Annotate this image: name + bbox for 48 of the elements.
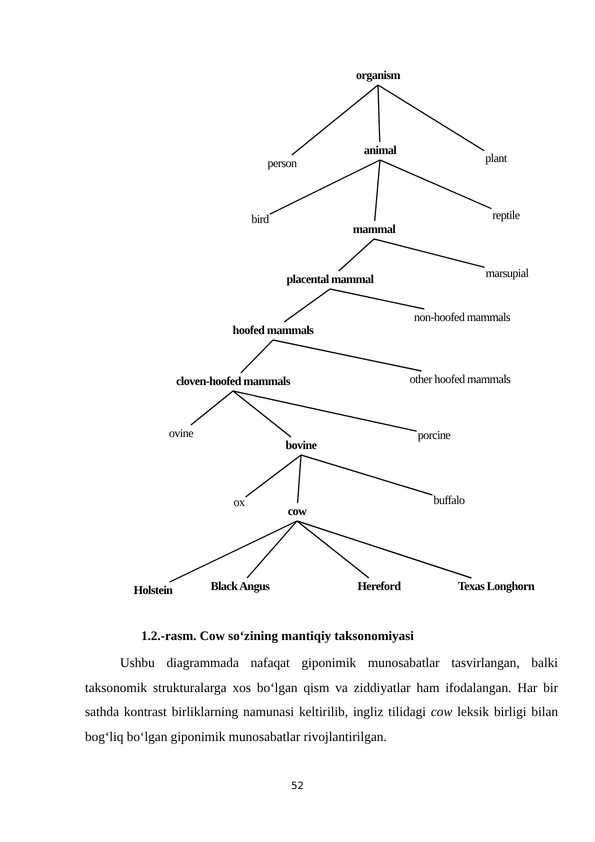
term-label: Hereford <box>357 579 401 593</box>
tree-branch-line <box>374 238 485 268</box>
term-label: reptile <box>492 208 520 222</box>
tree-branch-line <box>378 84 485 152</box>
tree-branch-line <box>330 288 424 310</box>
term-label: bovine <box>286 438 316 452</box>
figure-caption: 1.2.-rasm. Cow so‘zining mantiqiy taksonomiyasi <box>140 628 415 644</box>
tree-branch-line <box>300 454 433 496</box>
term-label: animal <box>364 143 396 157</box>
term-label: organism <box>356 68 400 82</box>
tree-branch-line <box>291 84 378 156</box>
term-label: mammal <box>352 222 396 236</box>
term-label: ox <box>234 495 244 509</box>
tree-branch-line <box>272 339 422 372</box>
term-label: buffalo <box>434 493 464 507</box>
tree-branch-line <box>377 84 380 142</box>
tree-branch-line <box>232 390 292 438</box>
tree-branch-line <box>169 520 298 583</box>
tree-branch-line <box>245 454 302 498</box>
term-label: cloven-hoofed mammals <box>176 374 290 388</box>
tree-branch-line <box>380 159 492 210</box>
tree-branch-line <box>246 520 298 578</box>
tree-branch-line <box>269 159 380 215</box>
term-label: other hoofed mammals <box>410 372 510 386</box>
tree-branch-line <box>232 390 417 432</box>
term-label: cow <box>288 504 306 518</box>
tree-branch-line <box>240 340 274 374</box>
term-label: Black Angus <box>210 579 270 593</box>
term-label: porcine <box>418 428 450 442</box>
term-label: Texas Longhorn <box>458 579 534 593</box>
tree-branch-line <box>296 520 370 578</box>
term-label: marsupial <box>486 266 528 280</box>
term-label: bird <box>251 212 269 226</box>
tree-branch-line <box>374 160 381 222</box>
term-label: hoofed mammals <box>232 323 314 337</box>
body-paragraph: Ushbu diagrammada nafaqat giponimik munosabatlar tasvirlangan, balki taksonomik strukturalarga xos bo‘lgan qism va ziddiyatlar ham ifodalangan. Har bir sathda kontrast birliklarning namunasi keltirilib, ingliz tilidagi cow leksik birligi bilan bog‘liq bo‘lgan giponimik munosabatlar rivojlantirilgan. <box>85 654 558 746</box>
term-label: placental mammal <box>286 272 374 286</box>
tree-branch-line <box>338 238 374 272</box>
tree-branch-line <box>296 520 472 579</box>
term-label: plant <box>485 151 507 165</box>
tree-branch-line <box>190 390 234 426</box>
term-label: Holstein <box>134 583 172 597</box>
tree-branch-line <box>284 288 330 322</box>
term-label: ovine <box>168 426 194 440</box>
term-label: non-hoofed mammals <box>414 310 510 324</box>
tree-branch-line <box>296 454 302 504</box>
term-label: person <box>268 156 296 170</box>
page-number: 52 <box>290 781 305 792</box>
